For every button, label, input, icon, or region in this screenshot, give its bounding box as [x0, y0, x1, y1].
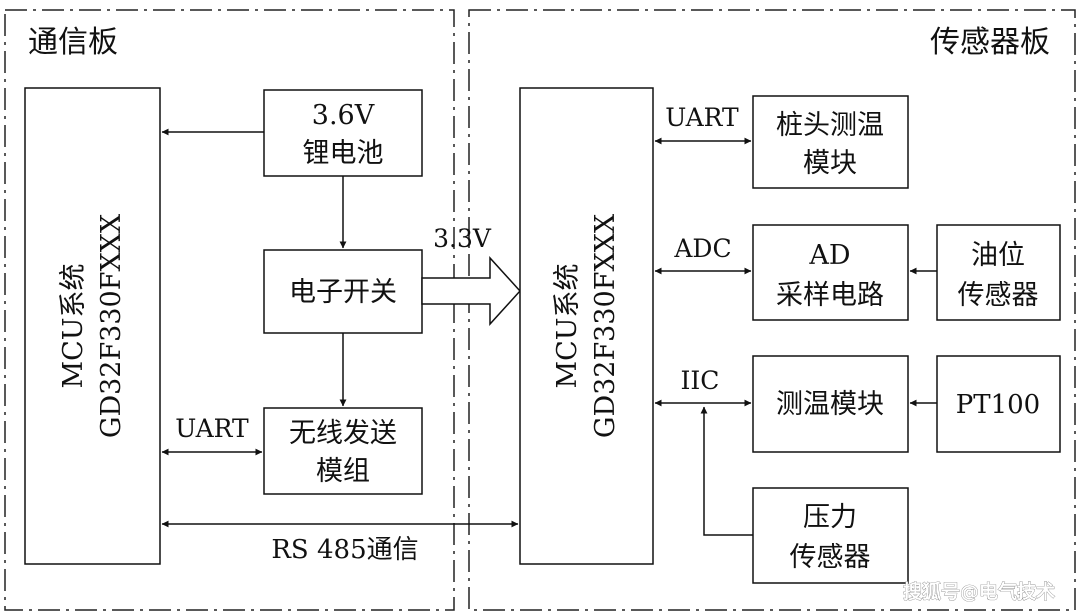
comm-board-frame	[4, 9, 455, 611]
temp-module-label: 测温模块	[776, 389, 884, 420]
sensor-board-title: 传感器板	[930, 25, 1050, 60]
sensor-mcu-label-1: MCU系统	[552, 263, 583, 388]
sensor-mcu-label-2: GD32F330FXXX	[590, 213, 621, 438]
power-label: 3.3V	[433, 224, 492, 253]
battery-box	[263, 89, 423, 177]
pt100-box	[936, 355, 1061, 453]
sensor-mcu-box	[519, 87, 654, 565]
comm-board-title: 通信板	[28, 25, 118, 60]
rs485-label: RS 485通信	[271, 535, 418, 565]
adc-label: ADC	[673, 234, 731, 263]
battery-label-1: 3.6V	[312, 100, 375, 131]
ad-sampling-box	[752, 224, 909, 321]
pressure-to-iic-arrow	[700, 406, 753, 536]
wireless-label-1: 无线发送	[289, 418, 397, 449]
wireless-label-2: 模组	[316, 456, 370, 487]
ad-label-2: 采样电路	[776, 280, 884, 311]
temp-module-box	[752, 355, 909, 453]
pt100-label: PT100	[956, 390, 1040, 420]
iic-label: IIC	[681, 366, 720, 395]
oil-level-sensor-box	[936, 224, 1061, 321]
oil-label-1: 油位	[971, 240, 1025, 271]
sensor-uart-label: UART	[665, 103, 739, 132]
ad-label-1: AD	[808, 240, 850, 271]
pressure-label-2: 传感器	[790, 542, 871, 573]
comm-mcu-box	[24, 87, 161, 565]
power-hollow-arrow	[421, 256, 522, 326]
battery-label-2: 锂电池	[303, 138, 384, 169]
pile-temp-label-2: 模块	[803, 148, 857, 179]
comm-uart-label: UART	[175, 414, 249, 443]
comm-mcu-label-1: MCU系统	[58, 263, 89, 388]
sensor-board-frame	[468, 9, 1076, 611]
pile-temp-label-1: 桩头测温	[776, 110, 884, 141]
switch-label: 电子开关	[289, 277, 397, 308]
pile-temp-box	[752, 95, 909, 189]
oil-label-2: 传感器	[958, 280, 1039, 311]
pressure-sensor-box	[752, 487, 909, 584]
pressure-label-1: 压力	[803, 502, 857, 533]
watermark: 搜狐号@电气技术	[903, 580, 1055, 603]
wireless-box	[263, 407, 423, 495]
comm-mcu-label-2: GD32F330FXXX	[96, 213, 127, 438]
